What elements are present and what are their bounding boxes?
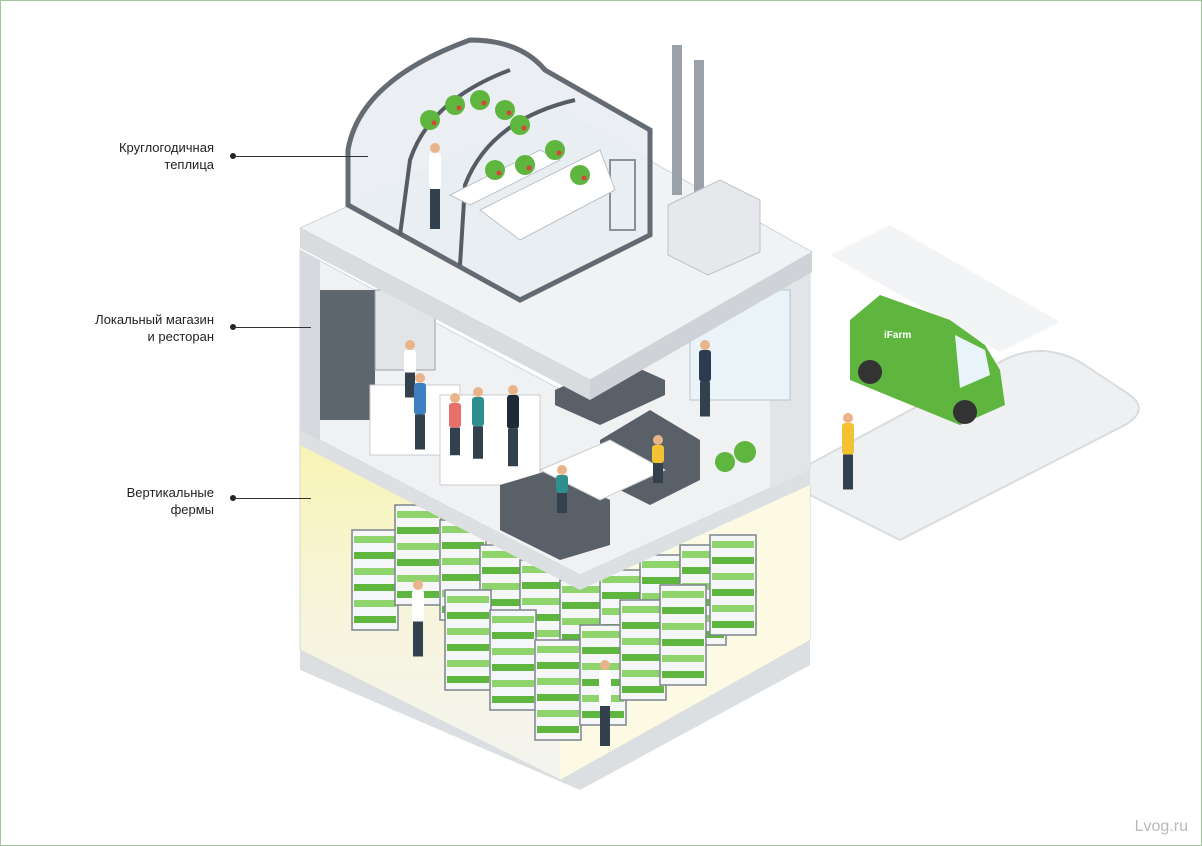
person	[842, 413, 854, 490]
plant	[420, 110, 440, 130]
tomato	[526, 165, 532, 171]
person	[429, 143, 441, 229]
person	[556, 465, 568, 513]
grow-rack	[534, 639, 582, 741]
person	[449, 393, 461, 456]
people	[404, 143, 854, 746]
leader-line	[233, 498, 311, 499]
plant	[445, 95, 465, 115]
tomato	[556, 150, 562, 156]
person	[472, 387, 484, 459]
grow-rack	[489, 609, 537, 711]
plant	[545, 140, 565, 160]
tomato	[431, 120, 437, 126]
person	[507, 385, 519, 467]
grow-rack	[351, 529, 399, 631]
grow-rack	[444, 589, 492, 691]
grow-rack	[659, 584, 707, 686]
plant	[485, 160, 505, 180]
watermark: Lvog.ru	[1134, 818, 1188, 835]
person	[404, 340, 416, 398]
leader-line	[233, 327, 311, 328]
plant	[515, 155, 535, 175]
person	[412, 580, 424, 657]
tomato	[521, 125, 527, 131]
tomato	[506, 110, 512, 116]
person	[699, 340, 711, 417]
person	[599, 660, 611, 746]
person	[414, 373, 426, 450]
greenhouse	[345, 37, 653, 303]
leader-line	[233, 156, 368, 157]
person	[652, 435, 664, 483]
road	[777, 225, 1140, 542]
plant	[570, 165, 590, 185]
grow-rack	[619, 599, 667, 701]
plant	[470, 90, 490, 110]
tomato	[496, 170, 502, 176]
tomato	[581, 175, 587, 181]
van-brand: iFarm	[884, 330, 911, 341]
delivery-van: iFarm	[850, 295, 1005, 425]
plant	[510, 115, 530, 135]
tomato	[481, 100, 487, 106]
plant	[495, 100, 515, 120]
tomato	[456, 105, 462, 111]
grow-rack	[709, 534, 757, 636]
